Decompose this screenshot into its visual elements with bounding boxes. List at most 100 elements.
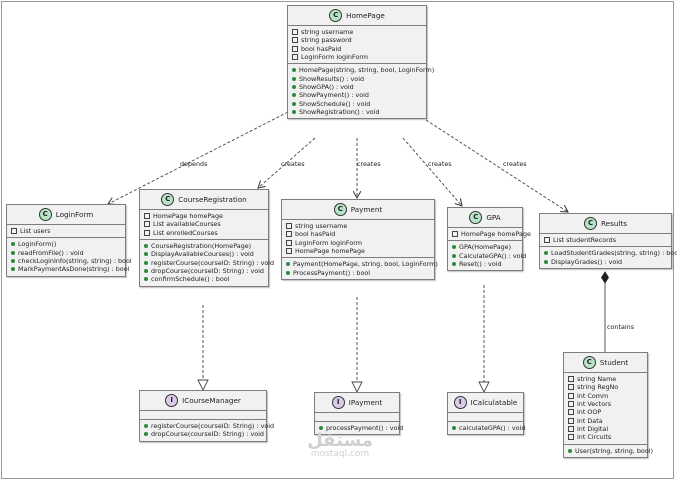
attribute-text: int Digital <box>577 424 609 433</box>
method-visibility-icon <box>144 424 148 429</box>
method-row: Payment(HomePage, string, bool, LoginFor… <box>286 260 438 268</box>
method-text: calculateGPA() : void <box>459 424 526 432</box>
attribute-text: int Comm <box>577 391 609 400</box>
method-row: Reset() : void <box>452 260 518 268</box>
method-visibility-icon <box>286 270 290 275</box>
ipayment-name: IPayment <box>348 397 383 407</box>
field-visibility-icon <box>568 401 574 408</box>
method-text: ShowRegistration() : void <box>299 107 380 116</box>
attribute-text: int Data <box>577 416 603 425</box>
homepage-name: HomePage <box>346 10 385 20</box>
payment-methods-section: Payment(HomePage, string, bool, LoginFor… <box>282 258 438 279</box>
attribute-text: string username <box>301 28 354 36</box>
method-text: ShowGPA() : void <box>299 82 354 91</box>
method-visibility-icon <box>292 76 296 81</box>
field-visibility-icon <box>286 239 292 246</box>
method-visibility-icon <box>452 245 456 250</box>
method-row: GPA(HomePage) <box>452 243 518 251</box>
attribute-row: int Vectors <box>568 400 643 408</box>
attribute-row: int Data <box>568 417 643 425</box>
method-text: ShowPayment() : void <box>299 91 369 100</box>
field-visibility-icon <box>144 229 150 236</box>
method-visibility-icon <box>292 85 296 90</box>
method-text: MarkPaymentAsDone(string) : bool <box>18 265 130 274</box>
method-visibility-icon <box>11 267 15 272</box>
results-methods-section: LoadStudentGrades(string, string) : bool… <box>540 247 677 268</box>
method-visibility-icon <box>144 269 148 274</box>
results-attributes-section: List studentRecords <box>540 234 671 248</box>
gpa-name: GPA <box>486 212 501 222</box>
icalculatable-name: ICalculatable <box>470 397 518 407</box>
ipayment-methods-section: processPayment() : void <box>315 422 403 434</box>
method-visibility-icon <box>292 101 296 106</box>
field-visibility-icon <box>286 231 292 238</box>
method-visibility-icon <box>144 432 148 437</box>
method-visibility-icon <box>292 93 296 98</box>
interface-icon: I <box>165 394 179 407</box>
field-visibility-icon <box>292 45 298 52</box>
method-text: checkLoginInfo(string, string) : bool <box>18 256 132 265</box>
attribute-row: bool hasPaid <box>292 45 422 53</box>
attribute-text: int Circuits <box>577 433 612 442</box>
method-visibility-icon <box>568 448 572 453</box>
edge-creates-courseregistration <box>258 137 316 188</box>
student-name: Student <box>599 357 629 367</box>
method-row: ShowPayment() : void <box>292 91 422 99</box>
attribute-row: HomePage homePage <box>286 247 430 255</box>
results-name: Results <box>601 218 627 228</box>
method-text: DisplayAvailableCourses() : void <box>151 250 254 259</box>
attribute-row: bool hasPaid <box>286 230 430 238</box>
method-row: registerCourse(courseID: String) : void <box>144 259 274 267</box>
interface-icon: I <box>453 396 467 409</box>
method-visibility-icon <box>319 426 323 431</box>
attribute-row: HomePage homePage <box>452 230 531 238</box>
edge-creates-gpa <box>402 137 462 206</box>
field-visibility-icon <box>568 426 574 433</box>
method-visibility-icon <box>286 262 290 267</box>
field-visibility-icon <box>292 54 298 61</box>
method-visibility-icon <box>544 251 548 256</box>
ipayment-attributes-section <box>315 413 399 422</box>
method-visibility-icon <box>452 253 456 258</box>
realization-arrowhead-ipayment <box>351 381 363 394</box>
field-visibility-icon <box>568 434 574 441</box>
field-visibility-icon <box>544 237 550 244</box>
class-icon: C <box>333 203 347 216</box>
field-visibility-icon <box>11 228 17 235</box>
loginform-name: LoginForm <box>55 209 94 219</box>
method-text: DisplayGrades() : void <box>551 257 623 266</box>
attribute-text: string Name <box>577 375 617 383</box>
method-visibility-icon <box>144 260 148 265</box>
attribute-text: int Vectors <box>577 399 612 408</box>
edge-creates-results <box>425 119 568 212</box>
method-row: CalculateGPA() : void <box>452 252 526 260</box>
field-visibility-icon <box>568 376 574 383</box>
method-visibility-icon <box>144 277 148 282</box>
field-visibility-icon <box>568 417 574 424</box>
method-row: LoadStudentGrades(string, string) : bool <box>544 249 677 257</box>
class-icon: C <box>161 193 175 206</box>
method-row: dropCourse(courseID: String) : void <box>144 430 264 438</box>
realization-arrowhead-icalculatable <box>478 381 490 394</box>
attribute-row: int Circuits <box>568 433 643 441</box>
method-text: registerCourse(courseID: String) : void <box>151 258 275 267</box>
method-row: LoginForm() <box>11 240 121 248</box>
icalculatable-methods-section: calculateGPA() : void <box>448 422 526 434</box>
method-text: CourseRegistration(HomePage) <box>151 241 252 250</box>
class-icon: C <box>329 9 343 22</box>
watermark-arabic: مستقل <box>307 430 373 451</box>
